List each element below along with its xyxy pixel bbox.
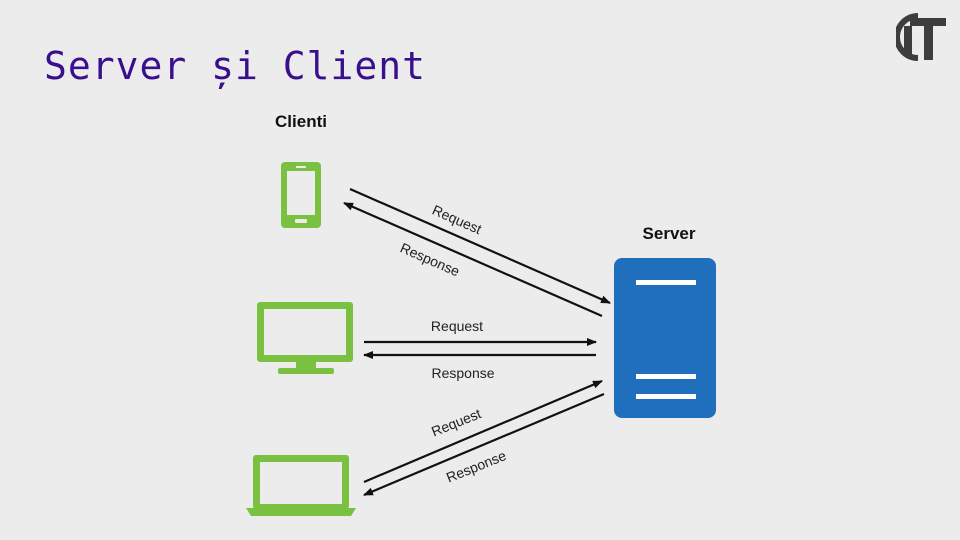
request-arrow <box>349 187 611 305</box>
desktop-connection: Request Response <box>363 318 597 381</box>
response-label: Response <box>431 365 494 381</box>
response-arrow <box>363 392 605 497</box>
request-arrow <box>363 379 603 484</box>
response-label: Response <box>398 239 462 279</box>
server-heading: Server <box>643 224 696 243</box>
smartphone-icon <box>281 162 321 228</box>
desktop-monitor-icon <box>257 302 353 374</box>
clients-heading: Clienti <box>275 112 327 131</box>
response-label: Response <box>444 447 509 486</box>
request-label: Request <box>430 202 484 238</box>
response-arrow <box>343 201 603 318</box>
request-label: Request <box>431 318 483 334</box>
phone-connection: Request Response <box>343 187 611 318</box>
server-icon <box>614 258 716 418</box>
laptop-connection: Request Response <box>363 379 605 497</box>
slide-title: Server și Client <box>44 44 427 88</box>
laptop-icon <box>246 455 356 516</box>
it-logo-icon <box>896 13 946 61</box>
